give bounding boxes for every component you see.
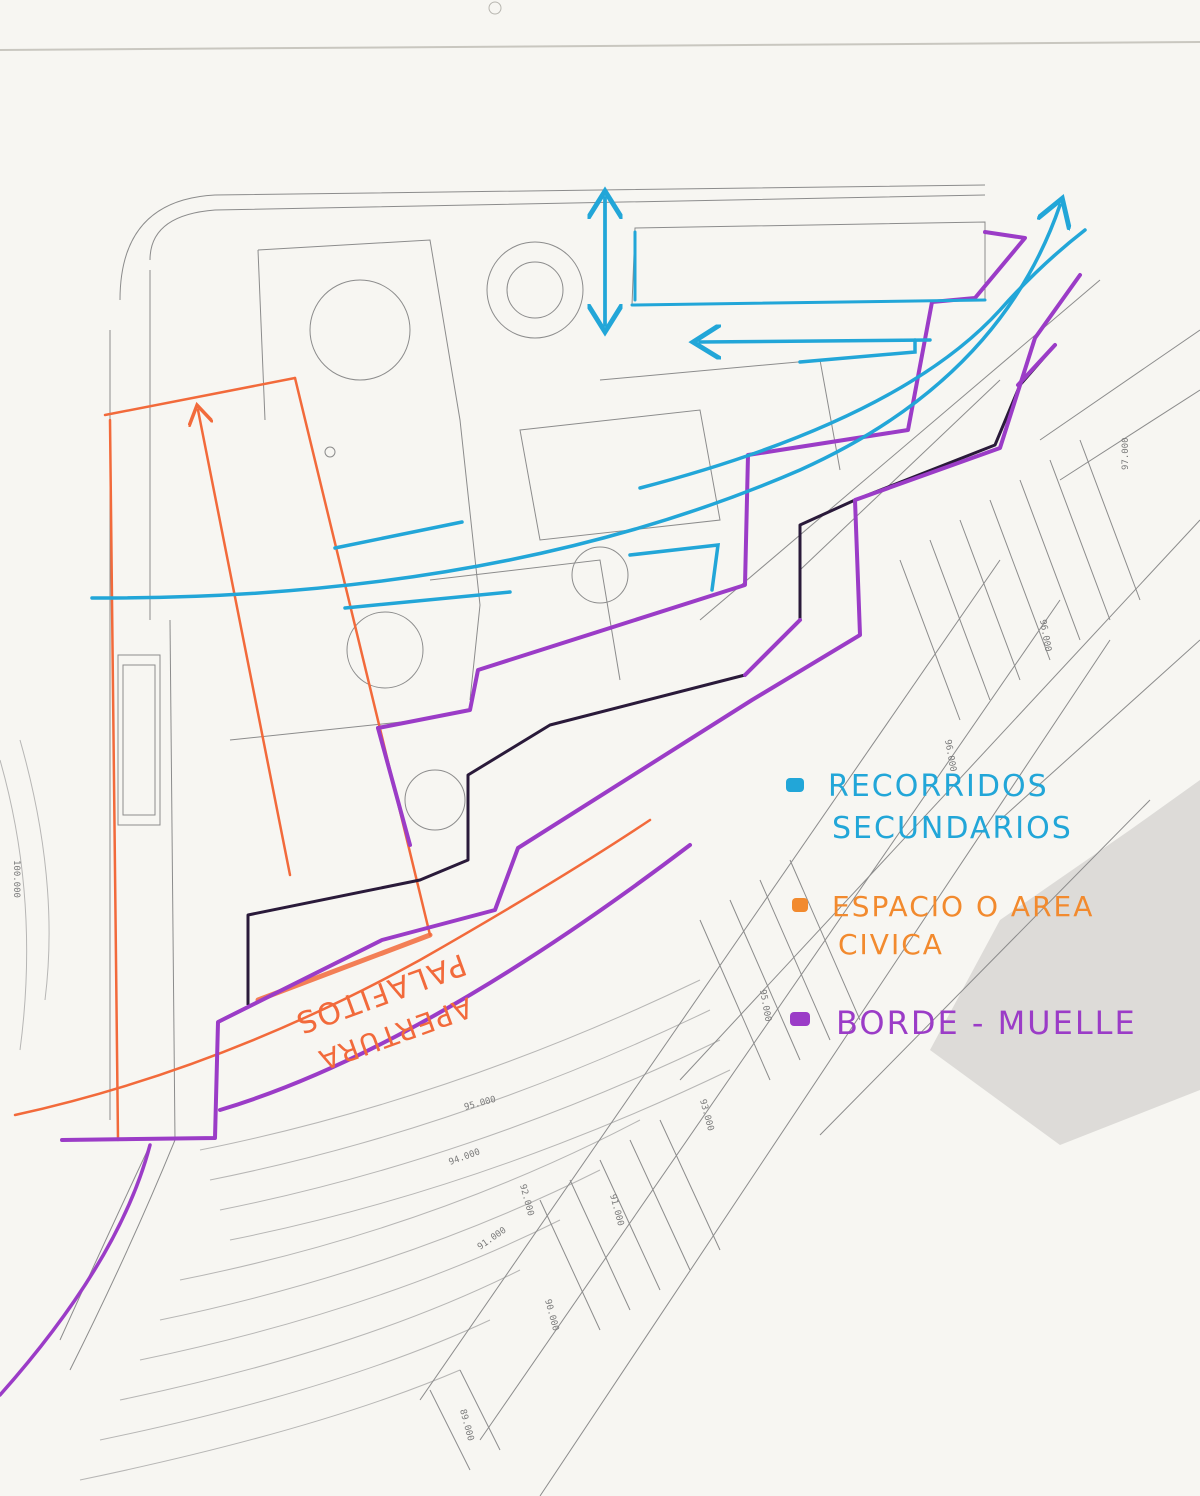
civic-waterfront-line xyxy=(13,818,652,1117)
route-short-dash-1 xyxy=(798,338,917,364)
dock-terrace-top xyxy=(376,230,1027,730)
legend-swatch-orange xyxy=(792,898,808,912)
dock-terrace-step xyxy=(743,618,802,677)
dock-edge-lines xyxy=(0,230,1082,1397)
dock-terrace-connector xyxy=(1016,343,1057,387)
route-building-edge-bottom xyxy=(630,298,987,307)
civic-area-left-edge xyxy=(108,418,120,1142)
legend: RECORRIDOS SECUNDARIOS ESPACIO O AREA CI… xyxy=(786,769,1137,1042)
civic-axis-arrow xyxy=(198,410,292,877)
legend-swatch-blue xyxy=(786,778,804,792)
dock-terrace-lower-edge xyxy=(376,726,412,847)
shaded-building-block xyxy=(930,780,1200,1145)
legend-label-line2: CIVICA xyxy=(838,928,944,961)
route-short-dash-4 xyxy=(628,543,721,592)
civic-area-top-edge xyxy=(103,376,297,417)
registration-mark xyxy=(488,1,502,15)
contour-label: 97.000 xyxy=(1121,437,1131,470)
legend-item-recorridos: RECORRIDOS SECUNDARIOS xyxy=(786,769,1073,846)
dock-waterfront-curve xyxy=(218,843,692,1112)
route-upper-curve xyxy=(638,228,1087,490)
secondary-route-lines xyxy=(90,198,1087,610)
legend-swatch-purple xyxy=(790,1012,810,1026)
contour-label: 100.000 xyxy=(11,860,21,898)
dock-lower-curve xyxy=(0,1143,152,1397)
legend-label-line2: SECUNDARIOS xyxy=(832,811,1073,846)
route-main-curve xyxy=(90,205,1060,600)
sheet-fold-line xyxy=(0,41,1200,51)
route-short-dash-2 xyxy=(333,520,464,550)
route-short-dash-3 xyxy=(343,590,512,610)
legend-item-borde-muelle: BORDE - MUELLE xyxy=(790,1004,1137,1042)
route-top-arrow xyxy=(700,340,932,342)
legend-item-espacio-civico: ESPACIO O AREA CIVICA xyxy=(792,890,1094,961)
legend-label-line1: RECORRIDOS xyxy=(828,769,1049,804)
legend-label-line1: ESPACIO O AREA xyxy=(832,890,1094,923)
dock-terrace-middle xyxy=(60,273,1082,1142)
legend-label-line1: BORDE - MUELLE xyxy=(836,1004,1137,1042)
